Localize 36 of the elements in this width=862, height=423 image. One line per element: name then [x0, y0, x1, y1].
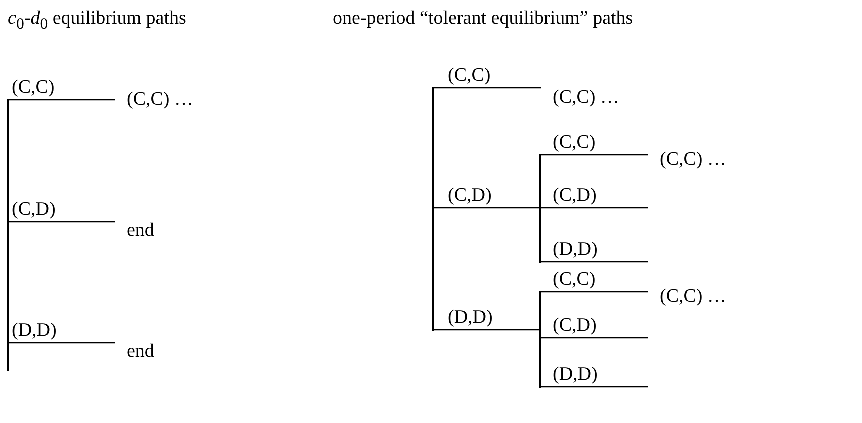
branch-line — [433, 329, 540, 331]
edge-label: (C,D) — [12, 199, 56, 221]
edge-label: (C,D) — [553, 315, 597, 337]
edge-label: (C,D) — [448, 185, 492, 207]
branch-line — [8, 221, 115, 223]
branch-line — [539, 291, 541, 388]
branch-line — [433, 87, 541, 89]
outcome-text: (C,C) … — [660, 286, 726, 308]
branch-line — [432, 87, 434, 331]
branch-line — [8, 99, 115, 101]
panel-title: c$_{0}$-d$_{0}$ equilibrium paths — [8, 8, 186, 35]
branch-line — [540, 337, 648, 339]
edge-label: (D,D) — [12, 320, 57, 342]
branch-line — [540, 154, 648, 156]
edge-label: (C,C) — [12, 77, 55, 99]
edge-label: (C,C) — [553, 269, 596, 291]
edge-label: (C,C) — [553, 132, 596, 154]
panel-title: one-period “tolerant equilibrium” paths — [333, 8, 634, 30]
branch-line — [8, 342, 115, 344]
branch-line — [540, 261, 648, 263]
branch-line — [7, 99, 9, 371]
branch-line — [540, 207, 648, 209]
branch-line — [433, 207, 540, 209]
outcome-text: (C,C) … — [660, 149, 726, 171]
branch-line — [540, 386, 648, 388]
outcome-text: (C,C) … — [553, 87, 620, 109]
edge-label: (D,D) — [553, 364, 598, 386]
outcome-text: (C,C) … — [127, 89, 194, 111]
outcome-text: end — [127, 341, 154, 363]
branch-line — [539, 154, 541, 263]
edge-label: (C,D) — [553, 185, 597, 207]
branch-line — [540, 291, 648, 293]
outcome-text: end — [127, 220, 154, 242]
edge-label: (D,D) — [553, 239, 598, 261]
edge-label: (C,C) — [448, 65, 491, 87]
edge-label: (D,D) — [448, 307, 493, 329]
